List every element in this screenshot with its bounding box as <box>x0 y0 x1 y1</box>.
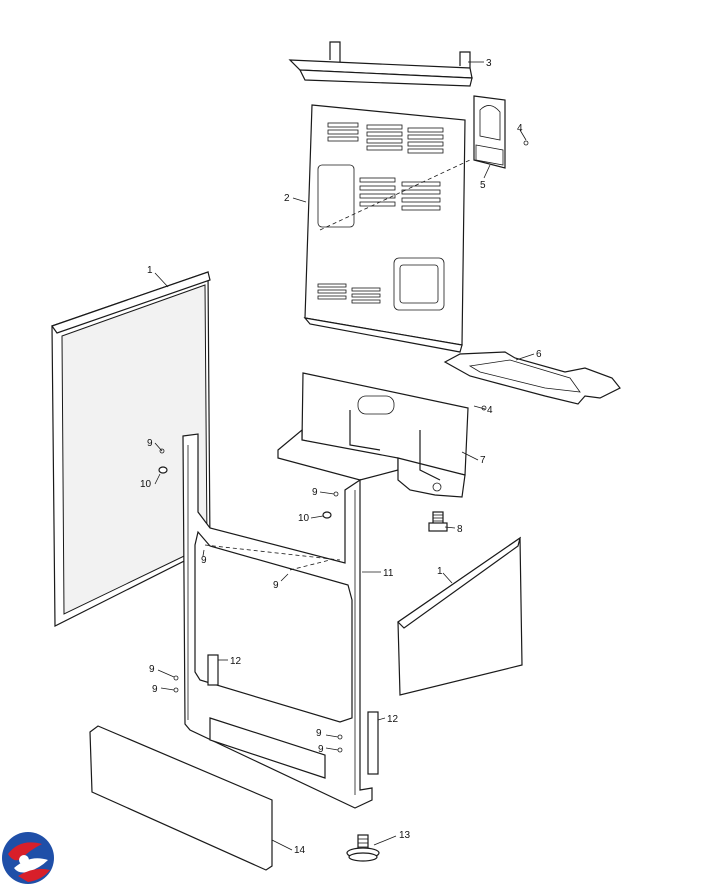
callout-11: 11 <box>383 568 394 579</box>
part-cover-bracket <box>473 95 506 169</box>
part-top-bracket <box>288 41 473 87</box>
callout-9-g: 9 <box>316 728 322 739</box>
rear-panel-vents-top <box>327 122 444 154</box>
callout-9-e: 9 <box>149 664 155 675</box>
part-screw <box>428 511 448 532</box>
rear-panel-vents-bottom <box>317 283 381 304</box>
callout-2: 2 <box>284 193 290 204</box>
callout-leaders <box>154 61 535 851</box>
callout-1-left: 1 <box>147 265 153 276</box>
callout-13: 13 <box>399 830 411 841</box>
callout-9-f: 9 <box>152 684 158 695</box>
callout-9-h: 9 <box>318 744 324 755</box>
callout-labels: 1 1 2 3 4 4 5 6 7 8 9 9 9 9 9 9 9 9 10 1… <box>140 58 542 856</box>
callout-10-b: 10 <box>298 513 310 524</box>
callout-3: 3 <box>486 58 492 69</box>
callout-9-a: 9 <box>147 438 153 449</box>
callout-1-right: 1 <box>437 566 443 577</box>
callout-6: 6 <box>536 349 542 360</box>
part-front-frame <box>182 433 373 809</box>
callout-10-a: 10 <box>140 479 152 490</box>
callout-4-mid: 4 <box>487 405 493 416</box>
part-leveling-foot <box>346 834 380 862</box>
callout-9-b: 9 <box>312 487 318 498</box>
callout-12-b: 12 <box>387 714 399 725</box>
callout-8: 8 <box>457 524 463 535</box>
part-side-panel-right <box>397 536 523 696</box>
callout-5: 5 <box>480 180 486 191</box>
part-base-tray <box>277 372 469 498</box>
callout-9-d: 9 <box>273 580 279 591</box>
part-rear-panel <box>303 104 471 353</box>
callout-7: 7 <box>480 455 486 466</box>
part-bracket-12 <box>207 654 379 775</box>
part-flat-plate <box>443 351 621 405</box>
callout-4-top: 4 <box>517 123 523 134</box>
callout-9-c: 9 <box>201 555 207 566</box>
part-kick-panel <box>89 725 273 871</box>
callout-14: 14 <box>294 845 306 856</box>
callout-12-a: 12 <box>230 656 242 667</box>
part-side-panel-left <box>51 271 211 627</box>
brand-swirl-logo-icon <box>2 832 54 884</box>
fasteners <box>158 140 529 753</box>
rear-panel-vents-mid <box>359 177 441 211</box>
